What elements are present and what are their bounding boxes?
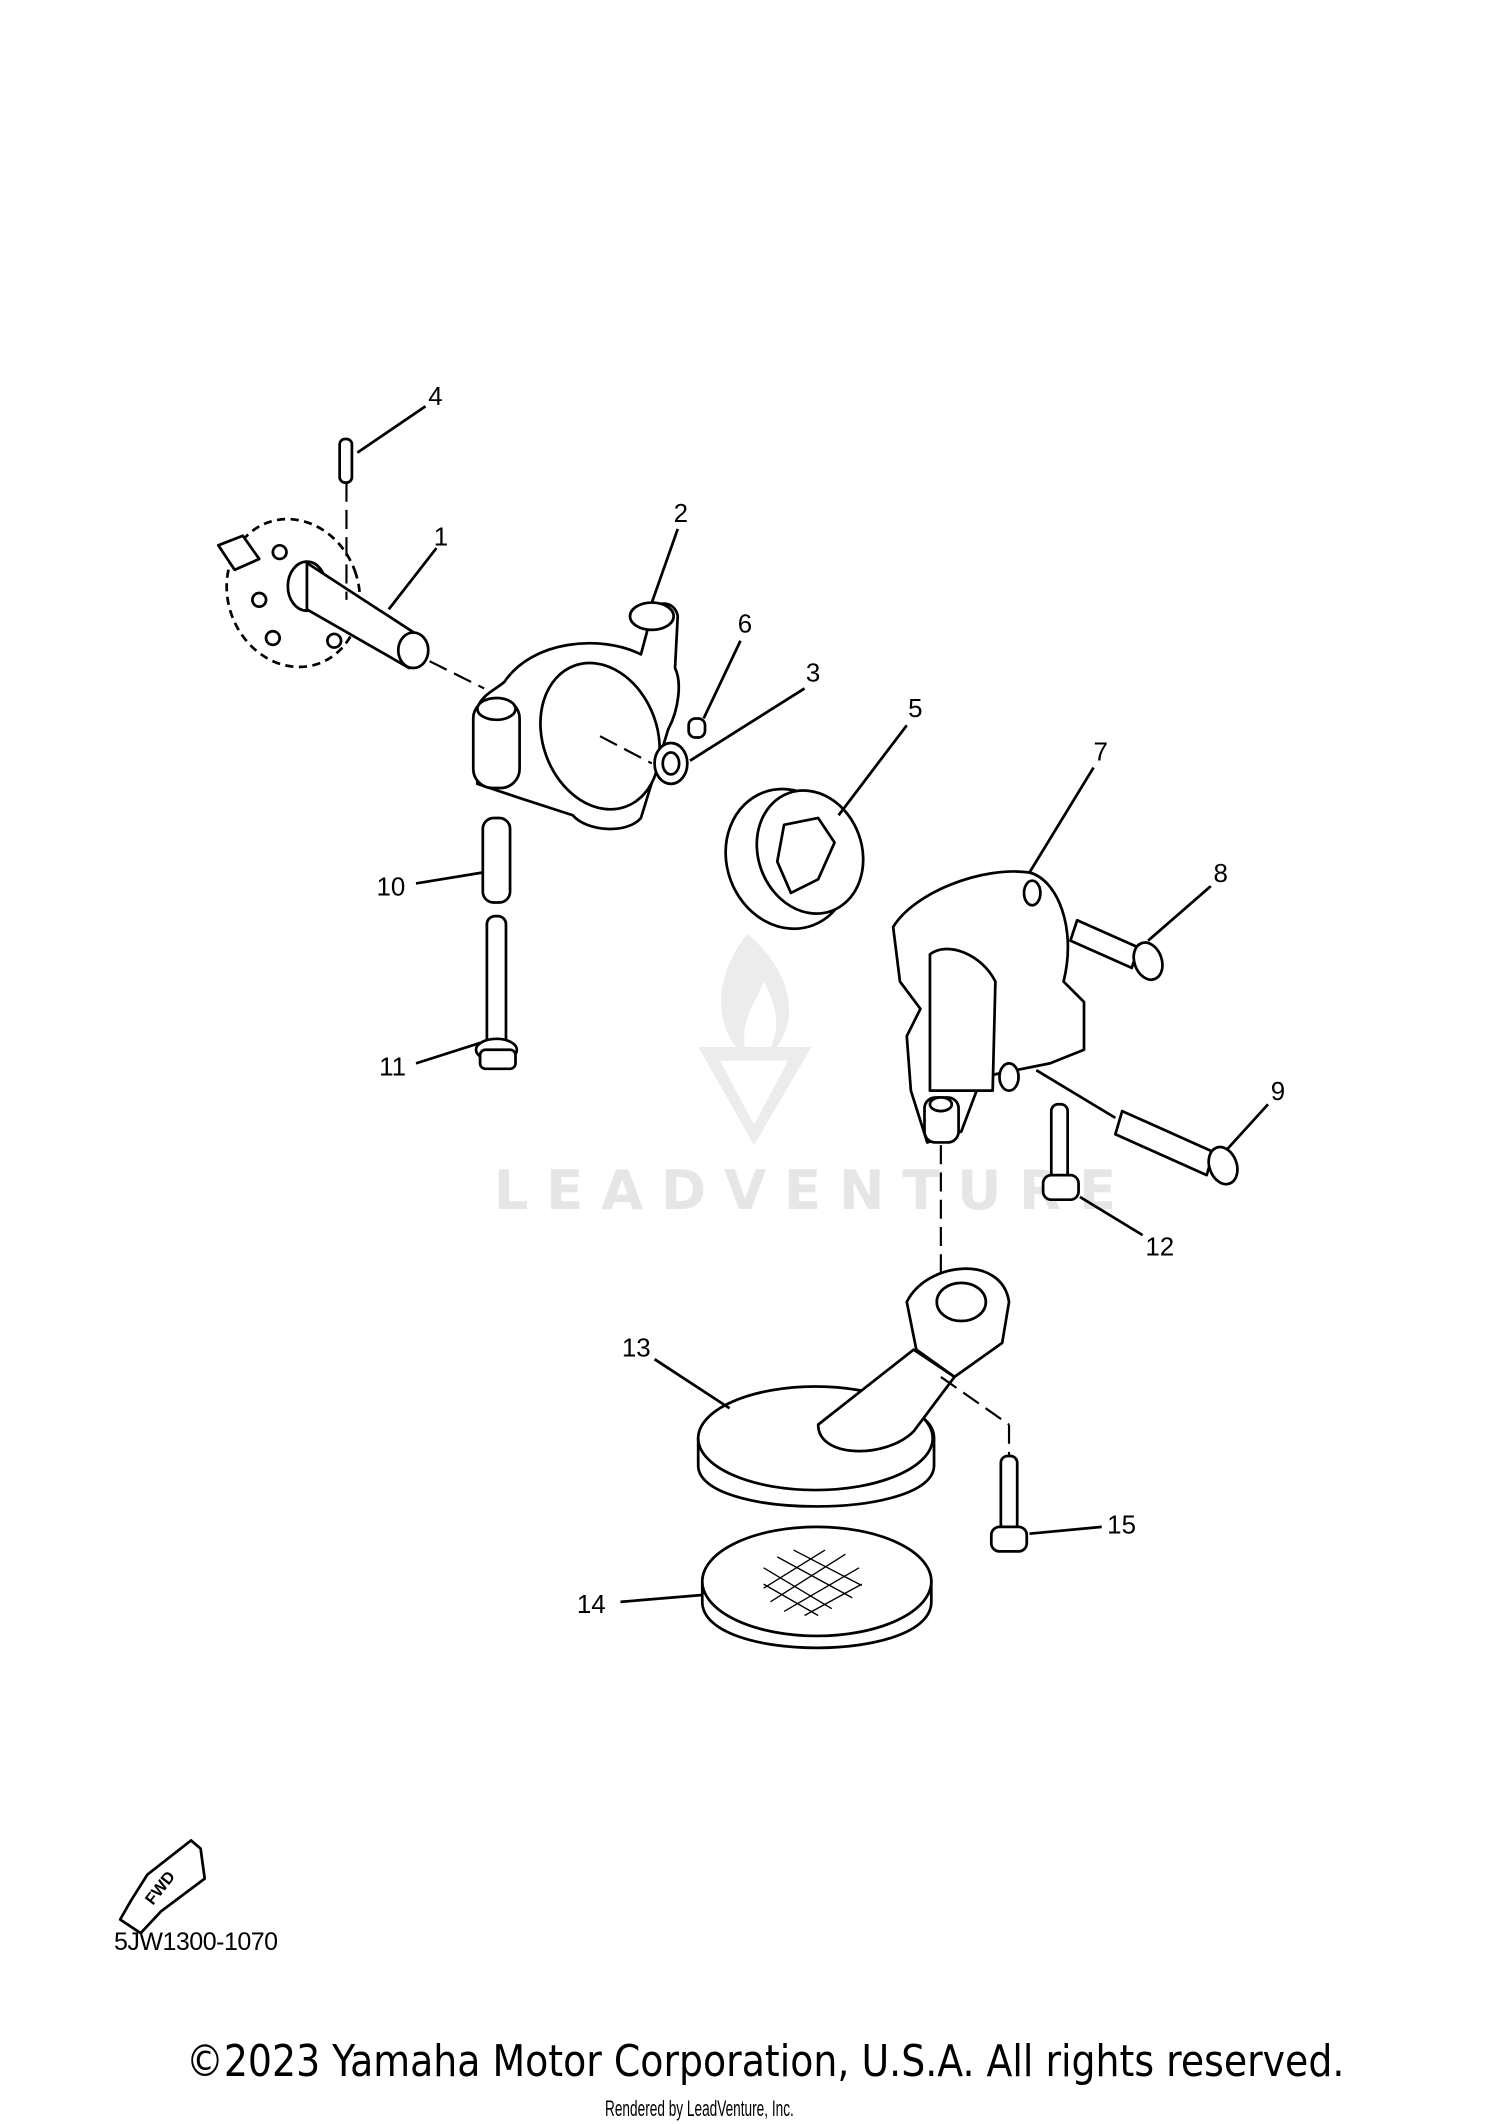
callout-3: 3 — [806, 660, 820, 688]
part-2-pump-housing — [471, 601, 681, 831]
callout-10: 10 — [376, 874, 405, 902]
callout-5: 5 — [908, 695, 922, 723]
part-5-rotor — [724, 787, 865, 931]
callout-9: 9 — [1271, 1078, 1285, 1106]
callout-4: 4 — [428, 383, 442, 411]
callout-13: 13 — [622, 1334, 651, 1362]
part-10-pin — [481, 816, 512, 904]
part-4-pin — [338, 437, 354, 484]
rendered-by-notice: Rendered by LeadVenture, Inc. — [605, 2096, 794, 2121]
part-9-bolt — [1035, 1069, 1239, 1186]
copyright-notice: ©2023 Yamaha Motor Corporation, U.S.A. A… — [186, 2036, 1345, 2087]
callout-8: 8 — [1214, 860, 1228, 888]
callout-12: 12 — [1145, 1234, 1174, 1262]
part-12-bolt — [1041, 1102, 1080, 1202]
callout-labels: 4 1 2 6 3 5 7 8 10 11 9 12 13 15 14 — [376, 383, 1285, 1619]
part-14-screen — [700, 1525, 933, 1650]
part-15-bolt — [989, 1424, 1029, 1553]
callout-14: 14 — [577, 1591, 606, 1619]
leadventure-watermark: LEADVENTURE — [494, 933, 1134, 1222]
part-13-oil-strainer — [696, 1267, 1011, 1508]
part-6-dowel — [687, 717, 707, 739]
diagram-code: 5JW1300-1070 — [114, 1928, 278, 1956]
callout-2: 2 — [674, 500, 688, 528]
callout-7: 7 — [1094, 739, 1108, 767]
v-logo-icon — [698, 1047, 812, 1146]
part-11-bolt — [474, 914, 519, 1071]
flame-logo-icon — [721, 933, 790, 1061]
part-1-gear-shaft — [216, 482, 485, 690]
callout-6: 6 — [738, 611, 752, 639]
callout-1: 1 — [434, 523, 448, 551]
callout-11: 11 — [379, 1054, 406, 1082]
part-7-pump-cover — [891, 870, 1086, 1309]
part-8-bolt — [1069, 918, 1164, 982]
leader-lines — [356, 405, 1270, 1604]
callout-15: 15 — [1107, 1512, 1136, 1540]
watermark-text: LEADVENTURE — [494, 1158, 1134, 1222]
part-3-washer — [653, 741, 689, 786]
fwd-arrow-icon: FWD — [118, 1839, 207, 1935]
